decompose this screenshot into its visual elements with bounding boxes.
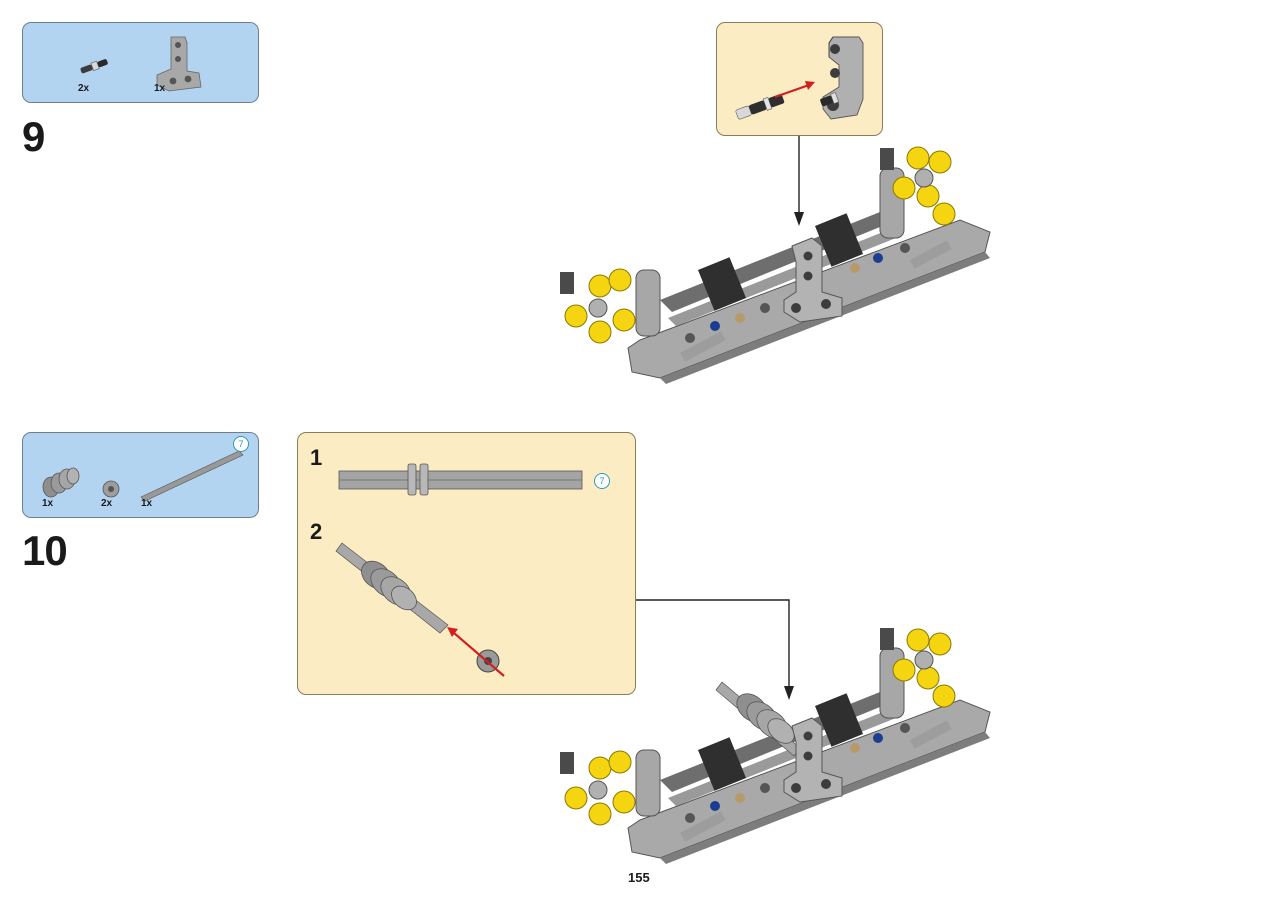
pin-with-bushing-part xyxy=(735,94,785,120)
part-length-badge: 7 xyxy=(233,436,249,452)
pin-with-bushing-part xyxy=(80,59,108,74)
axle-with-worm-gear xyxy=(335,542,449,634)
red-insert-arrow xyxy=(447,627,505,677)
axle-with-gear-side-view xyxy=(338,463,583,496)
callout-illustration xyxy=(735,36,864,120)
page-number: 155 xyxy=(628,870,650,885)
yellow-joint-left xyxy=(564,750,636,826)
substep-number: 1 xyxy=(310,445,323,470)
worm-gear-part xyxy=(42,467,80,498)
yellow-joint-right xyxy=(892,146,956,226)
red-insert-arrow xyxy=(774,81,815,99)
assembly-callout-step-9 xyxy=(716,22,883,136)
parts-list-step-10: 7 1x 2x 1x xyxy=(22,432,259,518)
parts-list-step-9: 2x 1x xyxy=(22,22,259,103)
axle-length-badge: 7 xyxy=(594,473,610,489)
pin-inserted-part xyxy=(820,92,840,107)
yellow-joint-right xyxy=(892,628,956,708)
step-number: 9 xyxy=(22,113,45,160)
angled-liftarm-part xyxy=(156,36,202,92)
part-qty: 2x xyxy=(101,498,113,509)
part-qty: 1x xyxy=(154,83,166,94)
substep-illustrations xyxy=(335,463,583,677)
parts-illustrations xyxy=(80,36,202,92)
inserted-worm-axle xyxy=(715,681,801,757)
part-qty: 1x xyxy=(141,498,153,509)
callout-connector-line xyxy=(636,599,790,692)
axle-part xyxy=(140,450,244,502)
substep-number: 2 xyxy=(310,519,323,544)
yellow-joint-left xyxy=(564,268,636,344)
half-bushing-part xyxy=(102,480,120,498)
callout-arrowhead xyxy=(794,212,804,226)
parts-illustrations xyxy=(42,450,244,502)
part-qty: 1x xyxy=(42,498,54,509)
part-qty: 2x xyxy=(78,83,90,94)
callout-arrowhead xyxy=(784,686,794,700)
subassembly-callout-step-10: 1 2 7 xyxy=(297,432,636,695)
step-number: 10 xyxy=(22,527,68,574)
